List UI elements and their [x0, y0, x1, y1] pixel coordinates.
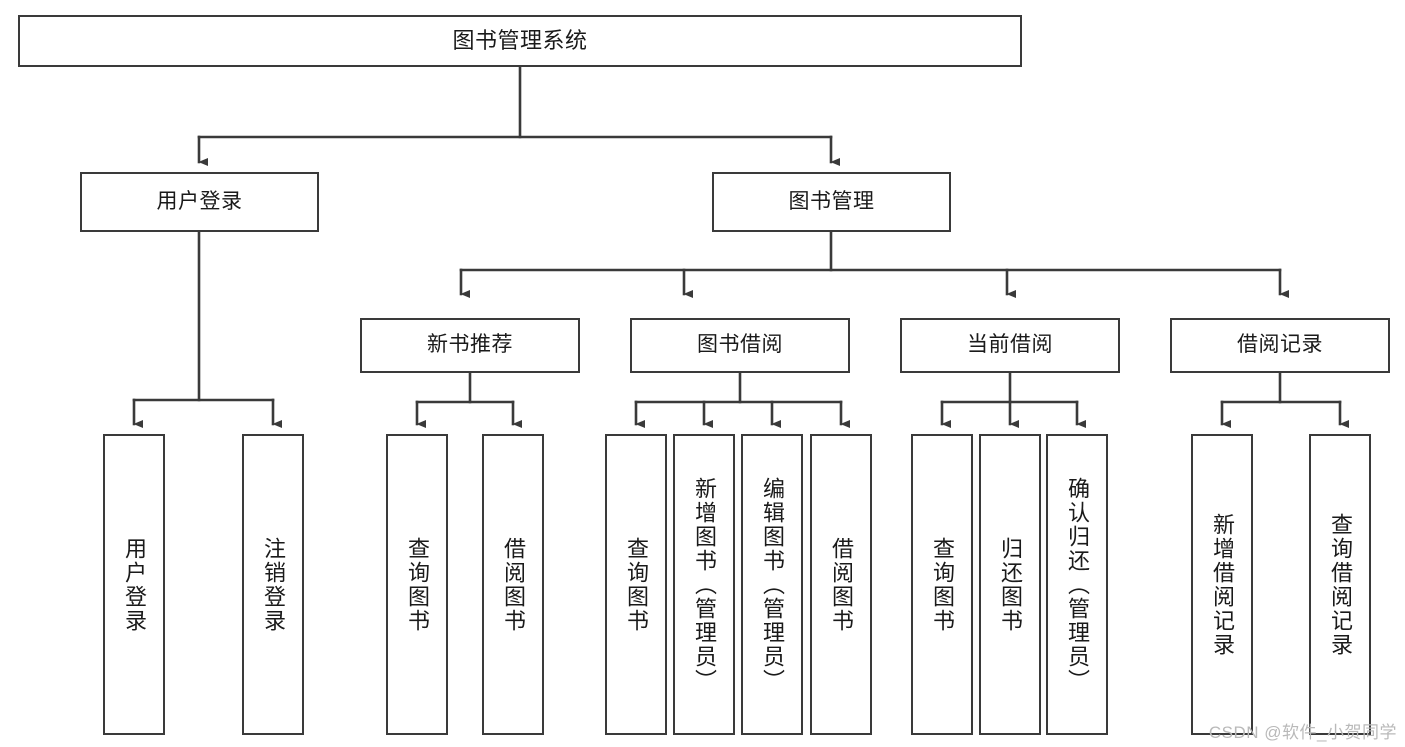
node-label: 图书管理系统 — [452, 28, 588, 54]
leaf-query-record[interactable]: 查询借阅记录 — [1309, 434, 1371, 735]
leaf-query-book-1[interactable]: 查询图书 — [386, 434, 448, 735]
node-label: 确认归还（管理员） — [1065, 476, 1090, 693]
leaf-edit-book[interactable]: 编辑图书（管理员） — [741, 434, 803, 735]
leaf-user-logout[interactable]: 注销登录 — [242, 434, 304, 735]
node-label: 用户登录 — [156, 189, 243, 213]
node-label: 归还图书 — [998, 536, 1023, 633]
node-label: 用户登录 — [122, 536, 147, 633]
node-label: 图书管理 — [788, 189, 875, 213]
node-label: 查询图书 — [624, 536, 649, 633]
leaf-borrow-book-2[interactable]: 借阅图书 — [810, 434, 872, 735]
node-label: 查询图书 — [930, 536, 955, 633]
node-label: 查询图书 — [405, 536, 430, 633]
node-borrow-record[interactable]: 借阅记录 — [1170, 318, 1390, 373]
node-current-borrow[interactable]: 当前借阅 — [900, 318, 1120, 373]
node-label: 查询借阅记录 — [1328, 512, 1353, 657]
csdn-watermark: CSDN @软件_小贺同学 — [1208, 723, 1397, 742]
leaf-return-book[interactable]: 归还图书 — [979, 434, 1041, 735]
node-book-manage[interactable]: 图书管理 — [712, 172, 951, 232]
node-user-login[interactable]: 用户登录 — [80, 172, 319, 232]
leaf-borrow-book-1[interactable]: 借阅图书 — [482, 434, 544, 735]
node-label: 借阅记录 — [1237, 333, 1323, 357]
node-label: 借阅图书 — [829, 536, 854, 633]
node-label: 注销登录 — [261, 536, 286, 633]
node-label: 借阅图书 — [501, 536, 526, 633]
leaf-confirm-return[interactable]: 确认归还（管理员） — [1046, 434, 1108, 735]
node-label: 编辑图书（管理员） — [760, 476, 785, 693]
node-label: 新增图书（管理员） — [692, 476, 717, 693]
leaf-add-record[interactable]: 新增借阅记录 — [1191, 434, 1253, 735]
node-root-system[interactable]: 图书管理系统 — [18, 15, 1022, 67]
leaf-query-book-3[interactable]: 查询图书 — [911, 434, 973, 735]
leaf-query-book-2[interactable]: 查询图书 — [605, 434, 667, 735]
leaf-add-book[interactable]: 新增图书（管理员） — [673, 434, 735, 735]
node-label: 新书推荐 — [427, 333, 513, 357]
node-label: 新增借阅记录 — [1210, 512, 1235, 657]
node-new-book-recommend[interactable]: 新书推荐 — [360, 318, 580, 373]
leaf-user-login[interactable]: 用户登录 — [103, 434, 165, 735]
node-label: 图书借阅 — [697, 333, 783, 357]
node-label: 当前借阅 — [967, 333, 1053, 357]
node-book-borrow[interactable]: 图书借阅 — [630, 318, 850, 373]
